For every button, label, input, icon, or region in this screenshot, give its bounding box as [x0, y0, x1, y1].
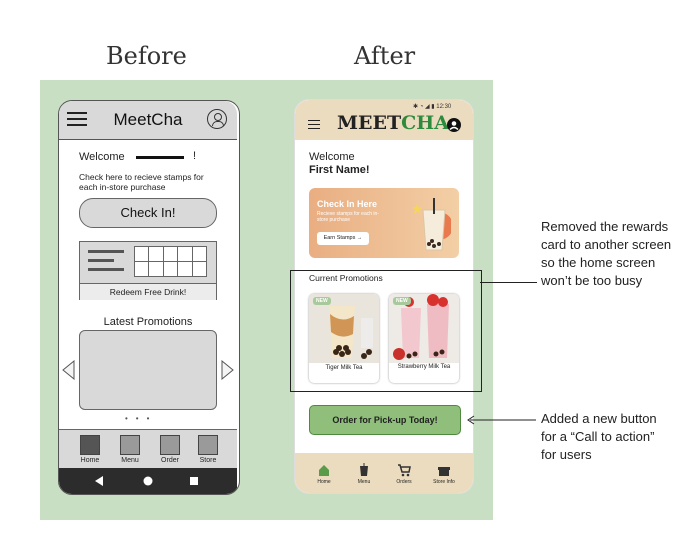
promotions-highlight-box — [290, 270, 482, 392]
nav-orders[interactable]: Orders — [387, 463, 421, 485]
annotation-connector — [480, 282, 537, 283]
profile-icon[interactable] — [207, 109, 227, 129]
meetcha-logo: MEETCHA — [337, 112, 449, 134]
before-check-text: Check here to recieve stamps for each in… — [79, 172, 204, 192]
menu-icon[interactable] — [67, 112, 87, 126]
order-pickup-button[interactable]: Order for Pick-up Today! — [309, 405, 461, 435]
cart-icon — [398, 464, 411, 477]
carousel-right-arrow-icon[interactable] — [220, 360, 234, 380]
tiger-milk-tea-image — [309, 294, 379, 363]
earn-stamps-button[interactable]: Earn Stamps → — [317, 232, 369, 245]
nav-menu[interactable]: Menu — [115, 435, 145, 464]
promotions-carousel[interactable] — [79, 330, 217, 410]
after-bottom-nav: Home Menu Orders Store Info — [295, 453, 473, 493]
check-in-title: Check In Here — [317, 199, 378, 209]
rewards-card[interactable]: Redeem Free Drink! — [79, 241, 217, 300]
redeem-label[interactable]: Redeem Free Drink! — [80, 283, 216, 300]
new-badge: NEW — [393, 297, 411, 305]
menu-icon[interactable] — [308, 120, 320, 134]
arrow-right-icon: → — [356, 235, 363, 241]
nav-home[interactable]: Home — [307, 463, 341, 485]
before-app-title: MeetCha — [113, 110, 183, 129]
boba-drink-icon — [413, 198, 451, 251]
latest-promotions-title: Latest Promotions — [103, 316, 193, 328]
promo-name: Strawberry Milk Tea — [397, 364, 451, 370]
welcome-exclamation: ! — [193, 150, 197, 162]
recents-icon — [190, 477, 198, 485]
home-icon — [319, 465, 329, 476]
status-bar: ✱ ◔ ◢ ▮ 12:30 — [413, 104, 452, 110]
new-badge: NEW — [313, 297, 331, 305]
before-header: MeetCha — [59, 101, 237, 140]
strawberry-milk-tea-image — [389, 294, 459, 363]
before-phone: MeetCha Welcome ! Check here to recieve … — [58, 100, 240, 495]
after-welcome: Welcome — [309, 151, 355, 163]
home-icon — [143, 476, 153, 486]
stamp-grid — [134, 246, 207, 277]
user-first-name: First Name! — [309, 164, 370, 176]
nav-store-info[interactable]: Store Info — [427, 463, 461, 485]
back-icon — [95, 476, 103, 486]
annotation-arrow-icon — [467, 415, 536, 425]
after-phone: ✱ ◔ ◢ ▮ 12:30 MEETCHA Welcome First Name… — [295, 100, 473, 493]
promo-card-strawberry-milk-tea[interactable]: NEW Strawberry Milk Tea — [389, 294, 459, 383]
after-header: ✱ ◔ ◢ ▮ 12:30 MEETCHA — [295, 100, 473, 140]
check-in-button[interactable]: Check In! — [79, 198, 217, 228]
carousel-left-arrow-icon[interactable] — [62, 360, 76, 380]
current-promotions-label: Current Promotions — [309, 273, 383, 283]
nav-store[interactable]: Store — [193, 435, 223, 464]
before-heading: Before — [106, 42, 187, 70]
name-placeholder-line — [136, 156, 184, 159]
promo-name: Tiger Milk Tea — [325, 365, 363, 371]
after-heading: After — [354, 42, 416, 70]
check-in-card[interactable]: Check In Here Recieve stamps for each in… — [309, 188, 459, 258]
carousel-dots: ••• — [125, 414, 158, 423]
nav-order[interactable]: Order — [155, 435, 185, 464]
promo-card-tiger-milk-tea[interactable]: NEW Tiger Milk Tea — [309, 294, 379, 383]
before-bottom-nav: Home Menu Order Store — [59, 429, 237, 469]
check-in-subtitle: Recieve stamps for each in-store purchas… — [317, 211, 379, 223]
system-nav-bar — [59, 468, 237, 494]
cup-icon — [360, 463, 368, 476]
nav-menu[interactable]: Menu — [347, 463, 381, 485]
before-welcome: Welcome — [79, 151, 125, 163]
profile-icon[interactable] — [447, 118, 461, 132]
annotation-rewards-card: Removed the rewards card to another scre… — [541, 219, 672, 288]
store-icon — [438, 467, 450, 476]
annotation-cta-button: Added a new button for a “Call to action… — [541, 411, 657, 462]
nav-home[interactable]: Home — [75, 435, 105, 464]
